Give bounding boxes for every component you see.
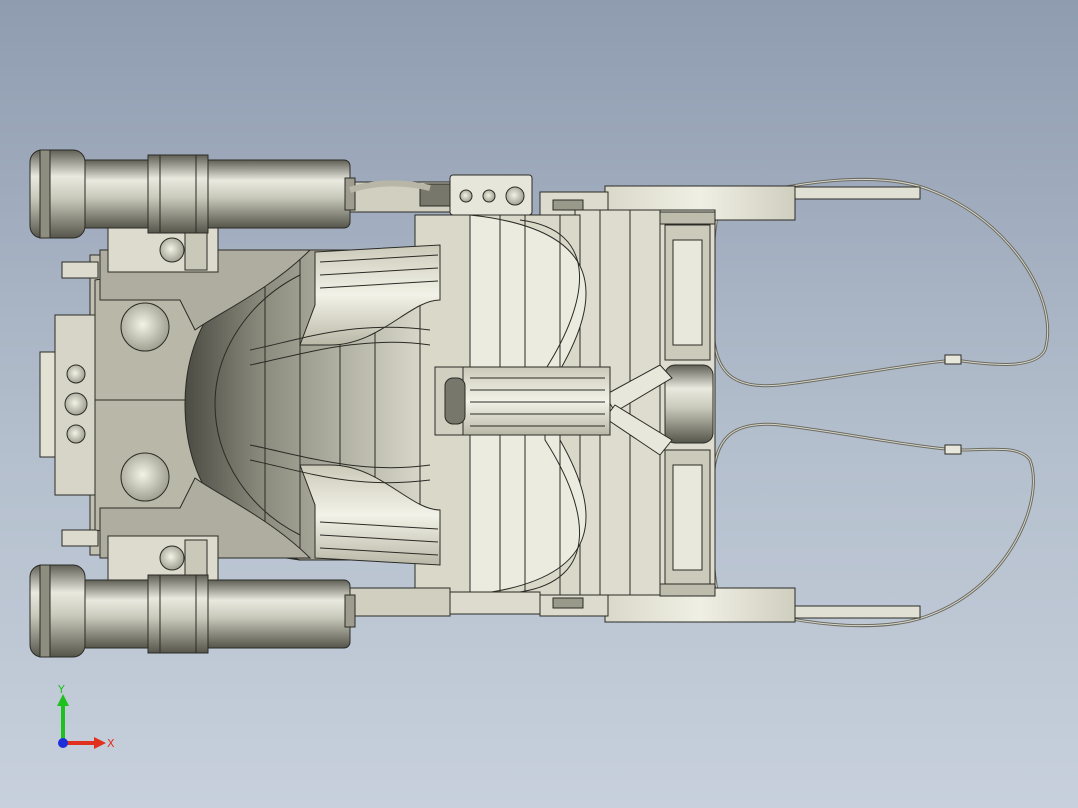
center-strap bbox=[434, 366, 611, 436]
upper-strap bbox=[249, 244, 441, 366]
bottom-cylinder bbox=[29, 564, 356, 658]
y-axis-label: Y bbox=[57, 684, 65, 696]
z-axis-dot bbox=[58, 738, 68, 748]
x-axis-label: X bbox=[107, 737, 115, 750]
x-axis-head bbox=[94, 737, 106, 749]
lower-strap bbox=[249, 444, 441, 566]
cable-loops bbox=[711, 177, 1050, 628]
top-cylinder bbox=[29, 149, 431, 239]
cable-connectors bbox=[789, 186, 962, 619]
cable-loops-highlight bbox=[712, 178, 1049, 627]
axis-triad: Y X bbox=[57, 684, 115, 750]
cylinder-brackets bbox=[107, 227, 219, 581]
center-knob bbox=[604, 364, 714, 456]
y-axis-head bbox=[57, 694, 69, 706]
top-connector-block bbox=[339, 174, 541, 617]
